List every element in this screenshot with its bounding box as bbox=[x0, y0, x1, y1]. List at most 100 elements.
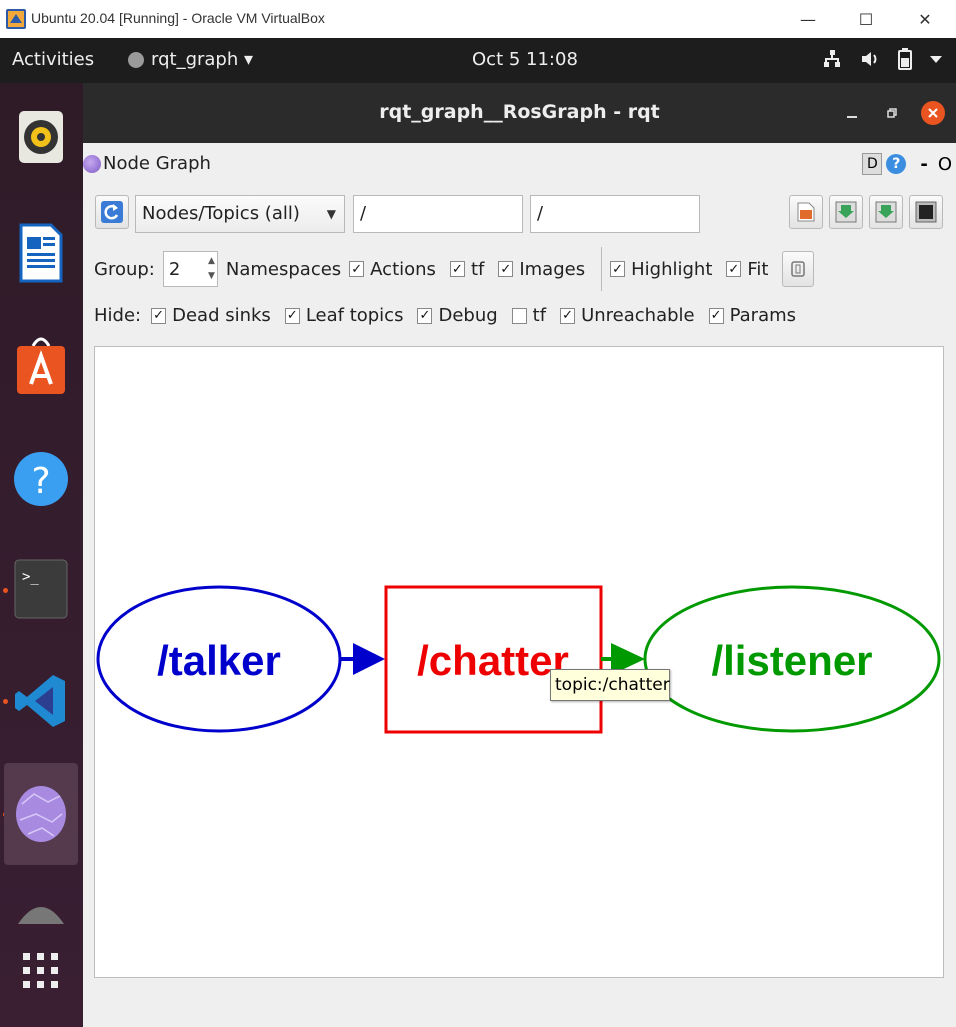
writer-launcher[interactable] bbox=[12, 217, 70, 289]
save-svg-button[interactable] bbox=[869, 195, 903, 229]
plugin-title: Node Graph bbox=[103, 153, 211, 174]
images-checkbox[interactable]: ✓ bbox=[498, 261, 514, 277]
plugin-controls: D ? - O bbox=[862, 153, 952, 175]
maximize-button[interactable]: ☐ bbox=[858, 9, 874, 29]
rqt-graph-plugin-icon bbox=[83, 154, 101, 173]
rqt-minimize-button[interactable] bbox=[840, 101, 864, 125]
plugin-minimize-button[interactable]: - bbox=[920, 153, 928, 175]
debug-checkbox[interactable]: ✓ bbox=[417, 307, 433, 324]
vscode-launcher[interactable] bbox=[12, 665, 70, 737]
images-checkbox-group[interactable]: ✓ Images bbox=[498, 259, 585, 280]
options-separator bbox=[601, 247, 603, 291]
node-talker-label: /talker bbox=[157, 637, 281, 684]
rqt-launcher[interactable] bbox=[4, 763, 78, 865]
app-menu[interactable]: rqt_graph ▾ bbox=[128, 49, 253, 70]
close-icon bbox=[928, 108, 938, 118]
load-dot-button[interactable] bbox=[789, 195, 823, 229]
plugin-close-button[interactable]: O bbox=[937, 153, 952, 175]
refresh-icon bbox=[101, 201, 123, 223]
actions-label: Actions bbox=[370, 258, 436, 280]
topic-tooltip: topic:/chatter bbox=[550, 669, 670, 701]
disk-launcher[interactable] bbox=[12, 873, 70, 945]
topic-chatter[interactable]: /chatter bbox=[384, 585, 603, 734]
graph-mode-select[interactable]: Nodes/Topics (all) ▼ bbox=[135, 195, 345, 233]
debug-checkbox-group[interactable]: ✓ Debug bbox=[417, 305, 498, 326]
rqt-restore-button[interactable] bbox=[880, 101, 904, 125]
ros-graph-svg: /talker /chatter /listener bbox=[96, 585, 941, 734]
actions-checkbox[interactable]: ✓ bbox=[349, 261, 365, 277]
clock[interactable]: Oct 5 11:08 bbox=[472, 49, 578, 70]
fit-view-icon bbox=[791, 261, 806, 277]
plugin-title-bar: Node Graph bbox=[83, 153, 211, 174]
tf-checkbox-group[interactable]: ✓ tf bbox=[449, 259, 484, 280]
save-image-button[interactable] bbox=[909, 195, 943, 229]
dead-sinks-checkbox-group[interactable]: ✓ Dead sinks bbox=[151, 305, 271, 326]
params-checkbox[interactable]: ✓ bbox=[708, 307, 724, 324]
spin-arrows-icon: ▲▼ bbox=[207, 256, 215, 281]
edge-chatter-listener[interactable] bbox=[601, 643, 645, 675]
actions-checkbox-group[interactable]: ✓ Actions bbox=[349, 259, 436, 280]
show-applications-button[interactable] bbox=[12, 935, 70, 1007]
graph-canvas[interactable]: /talker /chatter /listener bbox=[94, 346, 944, 978]
save-dot-button[interactable] bbox=[829, 195, 863, 229]
fit-checkbox[interactable]: ✓ bbox=[726, 261, 742, 277]
graph-mode-value: Nodes/Topics (all) bbox=[142, 203, 300, 224]
highlight-checkbox[interactable]: ✓ bbox=[610, 261, 626, 277]
leaf-topics-label: Leaf topics bbox=[305, 305, 404, 326]
rqt-close-button[interactable] bbox=[921, 101, 945, 125]
tf-checkbox[interactable]: ✓ bbox=[449, 261, 465, 277]
leaf-topics-checkbox-group[interactable]: ✓ Leaf topics bbox=[284, 305, 404, 326]
group-spinbox[interactable]: 2 ▲▼ bbox=[162, 251, 218, 287]
software-launcher[interactable] bbox=[12, 328, 70, 400]
save-dot-icon bbox=[835, 201, 857, 223]
params-checkbox-group[interactable]: ✓ Params bbox=[708, 305, 797, 326]
svg-text:?: ? bbox=[31, 461, 50, 502]
topic-filter-input[interactable]: / bbox=[530, 195, 700, 233]
node-listener-label: /listener bbox=[711, 637, 872, 684]
close-button[interactable]: ✕ bbox=[918, 9, 932, 29]
group-label: Group: bbox=[94, 258, 155, 280]
minimize-button[interactable]: — bbox=[800, 9, 816, 29]
node-filter-input[interactable]: / bbox=[353, 195, 523, 233]
highlight-checkbox-group[interactable]: ✓ Highlight bbox=[610, 259, 712, 280]
hide-tf-checkbox[interactable] bbox=[511, 307, 527, 324]
unreachable-checkbox-group[interactable]: ✓ Unreachable bbox=[560, 305, 695, 326]
hide-tf-checkbox-group[interactable]: tf bbox=[511, 305, 546, 326]
refresh-graph-button[interactable] bbox=[95, 195, 129, 229]
open-file-icon bbox=[797, 202, 815, 222]
terminal-launcher[interactable]: >_ bbox=[12, 553, 70, 625]
fit-in-view-button[interactable] bbox=[782, 251, 815, 287]
volume-icon bbox=[862, 52, 877, 66]
libreoffice-writer-icon bbox=[19, 223, 63, 283]
running-indicator bbox=[3, 588, 8, 593]
save-svg-icon bbox=[875, 201, 897, 223]
system-tray[interactable] bbox=[822, 48, 942, 70]
rqt-window-title: rqt_graph__RosGraph - rqt bbox=[379, 101, 660, 123]
rqt-window-body: Node Graph D ? - O Nodes/Topics (all) ▼ … bbox=[83, 143, 956, 1027]
rqt-window-header: rqt_graph__RosGraph - rqt bbox=[83, 83, 956, 143]
dead-sinks-checkbox[interactable]: ✓ bbox=[151, 307, 167, 324]
app-menu-label: rqt_graph ▾ bbox=[151, 49, 254, 70]
dock-toggle-button[interactable]: D bbox=[862, 153, 883, 175]
unreachable-checkbox[interactable]: ✓ bbox=[560, 307, 576, 324]
topic-chatter-label: /chatter bbox=[417, 637, 569, 684]
battery-icon bbox=[898, 48, 912, 70]
help-icon: ? bbox=[14, 452, 68, 506]
node-talker[interactable]: /talker bbox=[96, 585, 342, 733]
help-button[interactable]: ? bbox=[886, 154, 907, 174]
terminal-icon: >_ bbox=[14, 559, 68, 619]
help-launcher[interactable]: ? bbox=[12, 443, 70, 515]
system-menu-chevron-icon bbox=[930, 56, 942, 63]
params-label: Params bbox=[729, 305, 797, 326]
ubuntu-top-bar: Activities rqt_graph ▾ Oct 5 11:08 bbox=[0, 38, 956, 83]
activities-button[interactable]: Activities bbox=[12, 49, 95, 70]
edge-talker-chatter[interactable] bbox=[340, 643, 385, 675]
running-indicator bbox=[3, 699, 8, 704]
highlight-label: Highlight bbox=[631, 258, 713, 280]
node-listener[interactable]: /listener bbox=[643, 585, 941, 733]
virtualbox-logo-icon bbox=[6, 9, 26, 29]
save-image-icon bbox=[915, 201, 937, 223]
fit-checkbox-group[interactable]: ✓ Fit bbox=[726, 259, 768, 280]
leaf-topics-checkbox[interactable]: ✓ bbox=[284, 307, 300, 324]
rhythmbox-launcher[interactable] bbox=[12, 101, 70, 173]
